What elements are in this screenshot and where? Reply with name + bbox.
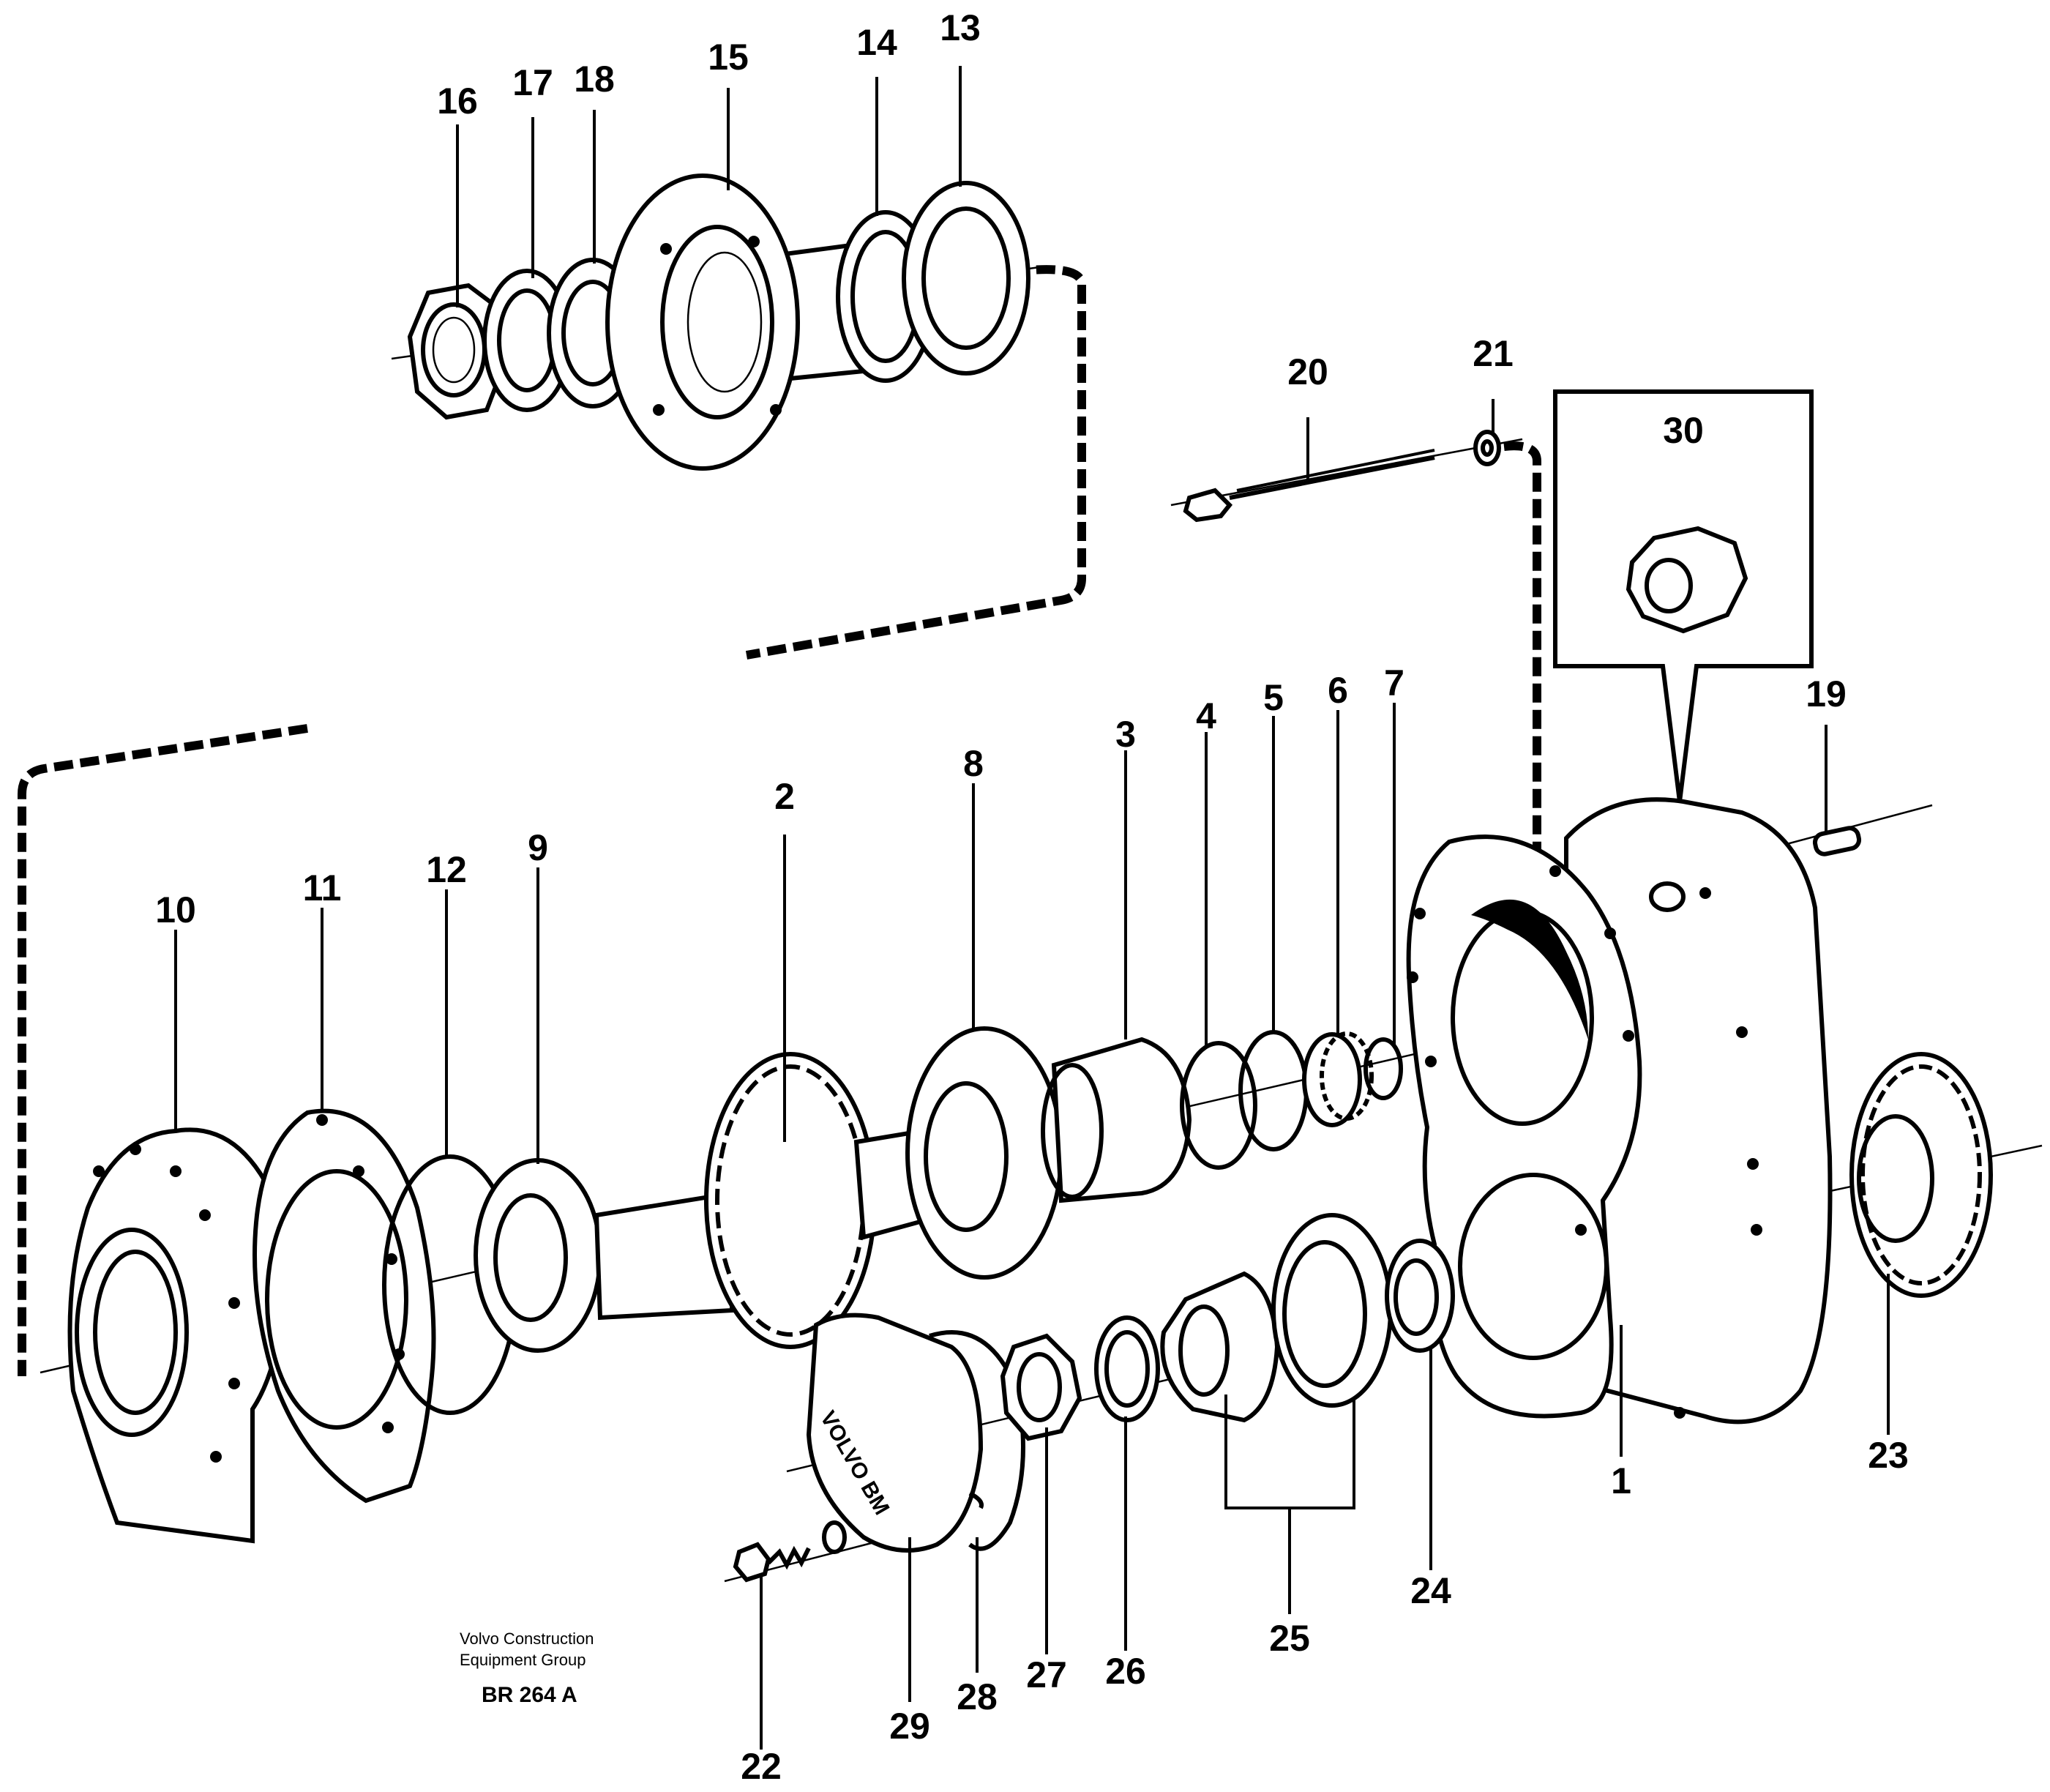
callout-11: 11 [303, 867, 342, 908]
callout-16: 16 [437, 81, 478, 122]
callout-29: 29 [889, 1706, 930, 1747]
callout-8: 8 [963, 743, 984, 784]
callout-26: 26 [1105, 1651, 1146, 1692]
shaft-gear-2 [594, 1052, 946, 1349]
callout-27: 27 [1026, 1654, 1067, 1695]
nut-27 [1000, 1333, 1082, 1441]
axis-bolt20 [1170, 438, 1523, 507]
callout-25: 25 [1269, 1618, 1310, 1659]
callout-7: 7 [1384, 662, 1404, 703]
washer-21 [1473, 430, 1501, 466]
leader-lines [174, 66, 1890, 1750]
nut-16 [407, 283, 508, 420]
callout-22: 22 [741, 1746, 782, 1787]
callout-14: 14 [856, 22, 897, 63]
detail-box-30 [1553, 389, 1814, 802]
screw-22 [733, 1542, 811, 1583]
credit-line-1: Volvo Construction [460, 1629, 594, 1648]
ring-4 [1180, 1041, 1257, 1170]
bearing-cup-25 [1271, 1213, 1393, 1408]
callout-6: 6 [1328, 670, 1348, 711]
bearing-8 [905, 1026, 1063, 1280]
dashed-link-lower [18, 724, 308, 1376]
bearing-cup-13 [902, 181, 1030, 376]
cover-29: VOLVO BM [806, 1313, 984, 1553]
callout-9: 9 [528, 827, 548, 868]
bearing-cone-25 [1160, 1271, 1280, 1423]
dashed-link-bolt [1503, 441, 1541, 922]
washer-22 [822, 1520, 847, 1554]
callout-12: 12 [426, 849, 467, 890]
callout-labels: 1 2 3 4 5 6 7 8 9 10 11 12 13 14 15 16 1… [155, 7, 1909, 1787]
bearing-9 [474, 1158, 602, 1353]
callout-24: 24 [1410, 1570, 1451, 1611]
callout-3: 3 [1115, 714, 1136, 755]
callout-17: 17 [512, 62, 553, 103]
snap-ring-5 [1238, 1030, 1309, 1151]
pin-19 [1812, 826, 1862, 856]
callout-23: 23 [1868, 1435, 1909, 1476]
callout-4: 4 [1196, 695, 1216, 736]
gasket-11 [252, 1108, 436, 1504]
callout-2: 2 [774, 776, 795, 817]
callout-10: 10 [155, 889, 196, 930]
callout-21: 21 [1473, 333, 1514, 374]
bolt-20 [1183, 449, 1435, 523]
callout-13: 13 [940, 7, 981, 48]
callout-20: 20 [1287, 351, 1328, 392]
washer-26 [1094, 1315, 1160, 1422]
cover-10 [67, 1127, 289, 1544]
callout-18: 18 [574, 59, 615, 100]
gear-23 [1849, 1052, 1993, 1298]
callout-15: 15 [708, 37, 749, 78]
washer-17 [482, 269, 572, 412]
callout-5: 5 [1263, 677, 1284, 718]
callout-28: 28 [957, 1676, 998, 1717]
needle-bearing-6 [1302, 1031, 1374, 1127]
sleeve-3 [1041, 1037, 1192, 1203]
callout-30: 30 [1663, 410, 1704, 451]
housing-1 [1406, 797, 1833, 1425]
gasket-28 [929, 1330, 1025, 1551]
callout-19: 19 [1806, 673, 1847, 714]
ring-7 [1363, 1037, 1403, 1100]
callout-1: 1 [1611, 1460, 1631, 1501]
drawing-code: BR 264 A [482, 1683, 577, 1707]
credit-line-2: Equipment Group [460, 1651, 586, 1669]
dashed-link-upper [745, 265, 1086, 660]
credit-block: Volvo Construction Equipment Group BR 26… [460, 1629, 594, 1707]
seal-24 [1385, 1239, 1455, 1353]
